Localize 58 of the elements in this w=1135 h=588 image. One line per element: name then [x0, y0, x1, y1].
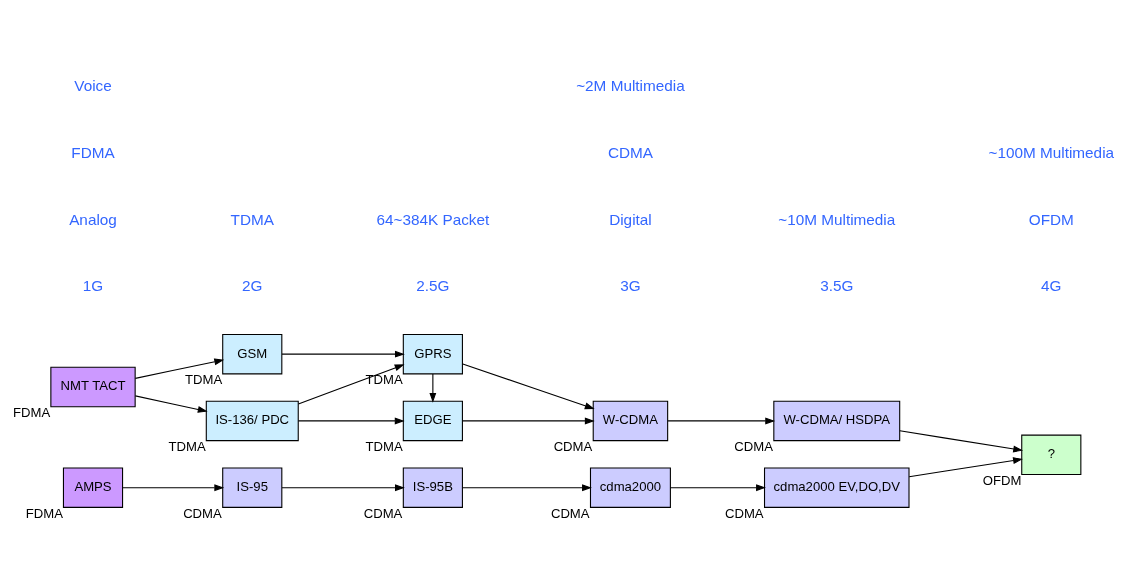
- arrow: [669, 483, 766, 491]
- label: OFDM: [1028, 210, 1074, 228]
- label: ~100M Multimedia: [988, 143, 1115, 161]
- label: Voice: [74, 76, 112, 94]
- arrow: [462, 483, 592, 491]
- node-box: GPRS: [402, 333, 463, 374]
- label: ~2M Multimedia: [576, 76, 685, 94]
- node-box: W-CDMA: [592, 400, 669, 441]
- label: TDMA: [230, 210, 274, 228]
- arrow: [899, 429, 1024, 452]
- node-label: CDMA: [553, 438, 593, 454]
- arrow: [908, 456, 1023, 477]
- node-label: FDMA: [13, 404, 51, 420]
- node-label: CDMA: [183, 505, 222, 521]
- arrow: [667, 416, 776, 424]
- arrow: [297, 416, 405, 424]
- node-box: IS-95B: [402, 466, 463, 508]
- arrow: [462, 362, 595, 409]
- arrow: [281, 350, 405, 358]
- node-box: ?: [1021, 434, 1082, 475]
- node-label: OFDM: [982, 472, 1022, 488]
- node-label: CDMA: [734, 438, 773, 454]
- label: 64~384K Packet: [376, 210, 490, 228]
- node-label: TDMA: [184, 371, 223, 387]
- arrow: [297, 363, 405, 405]
- label: 2G: [242, 276, 263, 294]
- arrow: [134, 394, 208, 413]
- label: Analog: [69, 210, 117, 228]
- node-box: GSM: [222, 333, 283, 374]
- node-label: TDMA: [168, 438, 206, 454]
- node-box: AMPS: [62, 466, 124, 508]
- arrow: [122, 483, 225, 491]
- label: 4G: [1041, 276, 1062, 294]
- arrow: [462, 416, 595, 424]
- label: 3.5G: [820, 276, 854, 294]
- node-box: W-CDMA/ HSDPA: [773, 400, 901, 441]
- arrow: [281, 483, 405, 491]
- node-box: IS-95: [222, 466, 283, 508]
- node-label: FDMA: [25, 505, 63, 521]
- label: 2.5G: [416, 276, 450, 294]
- arrow: [429, 372, 437, 403]
- node-box: cdma2000 EV,DO,DV: [763, 466, 910, 508]
- arrow: [134, 357, 225, 379]
- label: 1G: [82, 276, 104, 294]
- label: FDMA: [71, 143, 115, 161]
- node-label: TDMA: [365, 438, 403, 454]
- label: 3G: [620, 276, 641, 294]
- label: Digital: [609, 210, 652, 228]
- node-box: IS-136/ PDC: [205, 400, 299, 441]
- node-label: CDMA: [724, 505, 764, 521]
- node-box: NMT TACT: [50, 366, 136, 407]
- label: CDMA: [607, 143, 653, 161]
- node-label: TDMA: [365, 371, 403, 387]
- node-label: CDMA: [363, 505, 403, 521]
- label: ~10M Multimedia: [778, 210, 896, 228]
- node-box: cdma2000: [589, 466, 671, 508]
- node-label: CDMA: [550, 505, 590, 521]
- node-box: EDGE: [402, 400, 463, 441]
